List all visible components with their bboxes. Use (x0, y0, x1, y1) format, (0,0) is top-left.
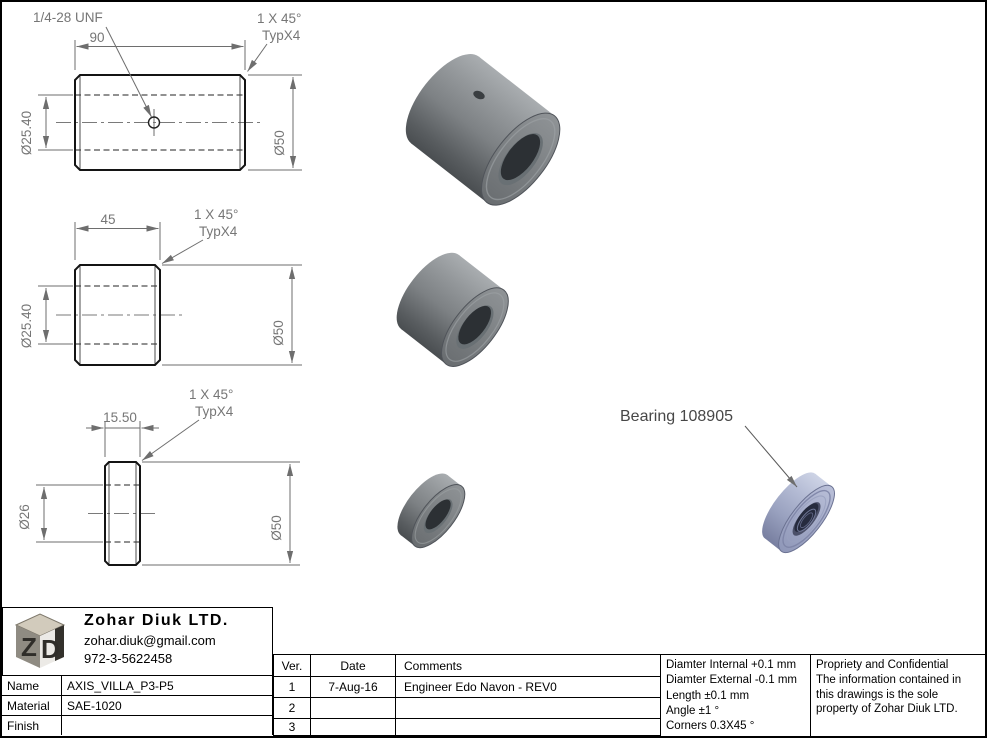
dim-middle-outer-dia: Ø50 (271, 320, 286, 346)
rev-3-comments (396, 719, 660, 735)
tolerance-line-2: Diamter External -0.1 mm (666, 674, 798, 687)
revision-row-1: 1 7-Aug-16 Engineer Edo Navon - REV0 (274, 677, 660, 698)
chamfer-callout-small-line1: 1 X 45° (189, 387, 233, 402)
chamfer-callout-middle-line2: TypX4 (199, 224, 238, 239)
rev-1-date: 7-Aug-16 (311, 677, 396, 697)
company-name: Zohar Diuk LTD. (84, 612, 229, 629)
rev-2-date (311, 698, 396, 718)
dim-small-inner-dia: Ø26 (17, 504, 32, 530)
rev-1-ver: 1 (274, 677, 311, 697)
view-middle: 45 1 X 45° TypX4 Ø25.40 Ø50 (19, 207, 302, 366)
rev-3-date (311, 719, 396, 735)
dim-front-length: 90 (89, 30, 104, 45)
rev-1-comments: Engineer Edo Navon - REV0 (404, 680, 557, 694)
view-small: 15.50 1 X 45° TypX4 Ø26 Ø50 (17, 387, 300, 566)
view-front: 90 1/4-28 UNF 1 X 45° TypX4 Ø25.40 Ø50 (19, 10, 302, 171)
rev-3-ver: 3 (274, 719, 311, 735)
logo-letter-d: D (41, 634, 60, 664)
dim-front-outer-dia: Ø50 (272, 130, 287, 156)
dim-middle-length: 45 (100, 212, 115, 227)
tapped-hole-symbol (147, 116, 161, 129)
tolerance-line-5: Corners 0.3X45 ° (666, 720, 755, 733)
field-row-name: Name AXIS_VILLA_P3-P5 (2, 676, 273, 696)
field-value-material: SAE-1020 (67, 698, 122, 713)
field-label-name: Name (2, 676, 62, 695)
render-part-long (405, 54, 561, 206)
company-phone: 972-3-5622458 (84, 651, 173, 666)
dim-middle-inner-dia: Ø25.40 (19, 304, 34, 348)
revision-header-row: Ver. Date Comments (274, 655, 660, 677)
chamfer-callout-middle-line1: 1 X 45° (194, 207, 238, 222)
render-bearing (762, 472, 835, 554)
field-row-finish: Finish (2, 716, 273, 735)
rev-header-comments: Comments (404, 658, 463, 673)
rev-2-ver: 2 (274, 698, 311, 718)
company-email: zohar.diuk@gmail.com (84, 633, 216, 648)
tolerance-line-4: Angle ±1 ° (666, 704, 720, 717)
field-value-finish (62, 716, 272, 735)
logo-letter-z: Z (21, 632, 37, 662)
bearing-label: Bearing 108905 (620, 408, 733, 425)
chamfer-callout-front-line1: 1 X 45° (257, 11, 301, 26)
field-value-name: AXIS_VILLA_P3-P5 (67, 678, 174, 693)
confidential-block: Propriety and Confidential The informati… (810, 654, 985, 736)
tolerance-block: Diamter Internal +0.1 mm Diamter Externa… (661, 654, 810, 736)
field-label-material: Material (2, 696, 62, 715)
confidential-title: Propriety and Confidential (816, 659, 949, 671)
chamfer-callout-small-line2: TypX4 (195, 404, 234, 419)
render-part-middle (396, 252, 509, 367)
rev-header-date: Date (311, 655, 396, 676)
thread-callout: 1/4-28 UNF (33, 10, 103, 25)
dim-small-outer-dia: Ø50 (269, 515, 284, 541)
revision-row-2: 2 (274, 698, 660, 719)
dim-front-inner-dia: Ø25.40 (19, 111, 34, 155)
tapped-hole-render (473, 90, 485, 100)
rev-2-comments (396, 698, 660, 718)
revision-table: Ver. Date Comments 1 7-Aug-16 Engineer E… (273, 654, 661, 736)
rev-header-ver: Ver. (274, 655, 311, 676)
chamfer-callout-front-line2: TypX4 (262, 28, 301, 43)
render-part-washer (397, 473, 466, 549)
tolerance-line-3: Length ±0.1 mm (666, 689, 750, 702)
field-row-material: Material SAE-1020 (2, 696, 273, 716)
field-label-finish: Finish (2, 716, 62, 735)
dim-small-length: 15.50 (103, 410, 137, 425)
company-logo-cube: Z D (14, 613, 66, 668)
revision-row-3: 3 (274, 719, 660, 735)
tolerance-line-1: Diamter Internal +0.1 mm (666, 659, 797, 671)
confidential-body: The information contained in this drawin… (816, 673, 962, 716)
